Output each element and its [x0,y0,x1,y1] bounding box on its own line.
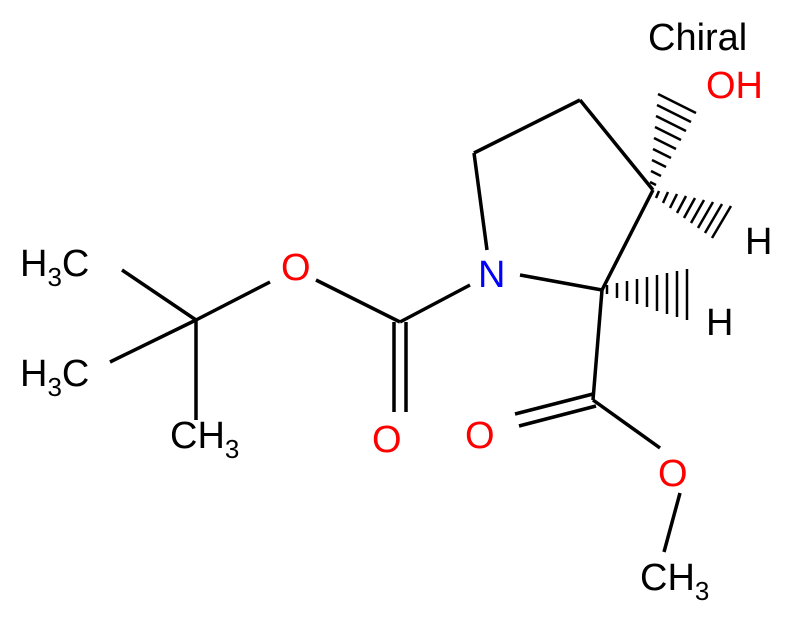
methyl-ester-group [514,289,682,553]
bond-n1-boc-carbonyl-carbon [399,283,471,324]
chiral-label: Chiral [648,17,747,59]
o-ester-carbonyl-label: O [465,415,495,457]
tbu-methyl-1-label: H3C [20,243,89,292]
bond-c5-c4 [473,98,581,155]
o-ester-methoxy-label: O [658,453,688,495]
h-c2-label: H [706,302,733,344]
o-boc-ester-label: O [281,247,311,289]
nitrogen-label: N [478,254,505,296]
bond-ester-carbon-o-methoxy [591,398,662,450]
bond-o-methoxy-methyl [662,492,682,553]
bond-c2-n1 [519,273,603,292]
tbu-methyl-2-label: H3C [20,353,89,402]
bond-c2-ester-carbon [591,289,604,401]
bond-tbu-methyl-1 [121,268,197,322]
pyrrolidine-ring [472,98,655,292]
hydroxyl-label: OH [706,65,763,107]
bond-ester-c-equals-o-a [514,392,594,416]
bond-o-ester-tbu-carbon [195,280,271,322]
o-boc-carbonyl-label: O [372,419,402,461]
bond-c4-c3 [578,98,655,192]
methoxy-methyl-label: CH3 [640,557,709,606]
hashed-bond-c3-oh [649,92,697,187]
hashed-bond-c2-h [605,269,689,320]
boc-group [109,268,471,420]
bond-n1-c5 [472,152,489,251]
bond-tbu-methyl-2 [109,318,197,364]
bond-c3-c2 [600,189,655,291]
hashed-bond-c3-h [654,190,733,239]
bond-boc-carbonyl-carbon-o-ester [315,278,401,324]
tbu-methyl-3-label: CH3 [170,415,239,464]
bond-ester-c-equals-o-b [518,404,597,428]
h-c3-label: H [745,221,772,263]
